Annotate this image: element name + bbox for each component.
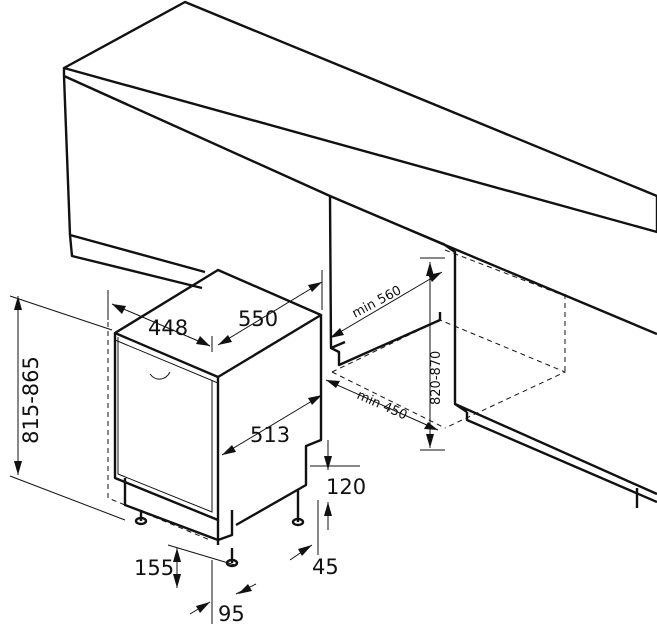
label-95: 95 xyxy=(218,602,245,624)
niche xyxy=(328,195,657,508)
label-45: 45 xyxy=(312,555,339,579)
dishwasher xyxy=(107,268,323,568)
label-120: 120 xyxy=(326,475,366,499)
countertop xyxy=(62,0,657,336)
dimension-lines xyxy=(9,257,445,624)
label-448: 448 xyxy=(148,316,188,340)
left-cabinet xyxy=(62,75,206,290)
label-513: 513 xyxy=(250,423,290,447)
label-155: 155 xyxy=(134,556,174,580)
label-min-560: min 560 xyxy=(350,283,404,321)
label-min-450: min 450 xyxy=(354,388,409,423)
label-815-865: 815-865 xyxy=(19,356,43,444)
label-550: 550 xyxy=(238,307,278,331)
label-820-870: 820-870 xyxy=(429,351,444,405)
